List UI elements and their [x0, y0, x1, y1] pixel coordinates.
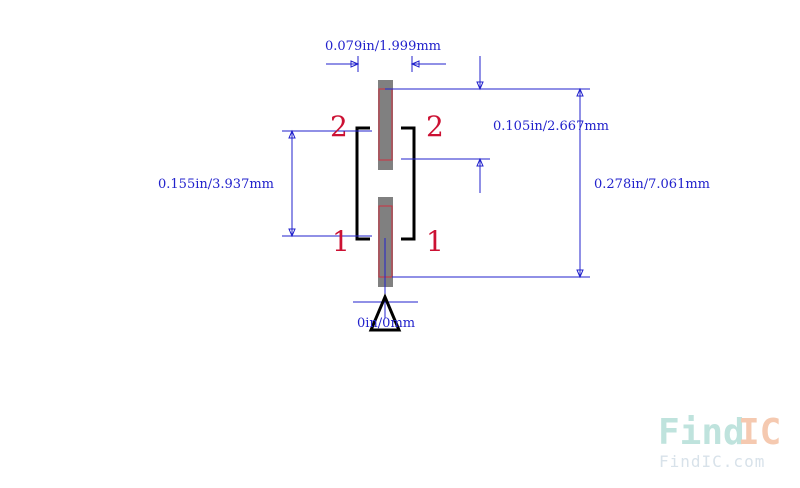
outline-right-bracket	[401, 126, 416, 241]
dimension-lines	[282, 56, 590, 318]
pad-2	[378, 80, 393, 170]
pin-label-top-right: 2	[426, 110, 444, 143]
watermark-ic: IC	[738, 412, 781, 453]
pad-length-label: 0.105in/2.667mm	[493, 119, 609, 134]
overall-length-label: 0.278in/7.061mm	[594, 177, 710, 192]
pin-label-top-left: 2	[330, 110, 348, 143]
watermark-find: Find	[658, 412, 745, 453]
pin-label-bottom-right: 1	[426, 225, 444, 258]
component-outline	[355, 126, 416, 241]
watermark-url: FindIC.com	[659, 452, 765, 471]
outline-left-bracket	[355, 126, 370, 241]
pin-pitch-label: 0.155in/3.937mm	[158, 177, 274, 192]
pin-label-bottom-left: 1	[332, 225, 350, 258]
pad-width-label: 0.079in/1.999mm	[325, 39, 441, 54]
origin-triangle-icon	[368, 293, 402, 332]
origin-label: 0in/0mm	[357, 316, 415, 331]
watermark-logo: Find IC FindIC.com	[658, 412, 781, 471]
